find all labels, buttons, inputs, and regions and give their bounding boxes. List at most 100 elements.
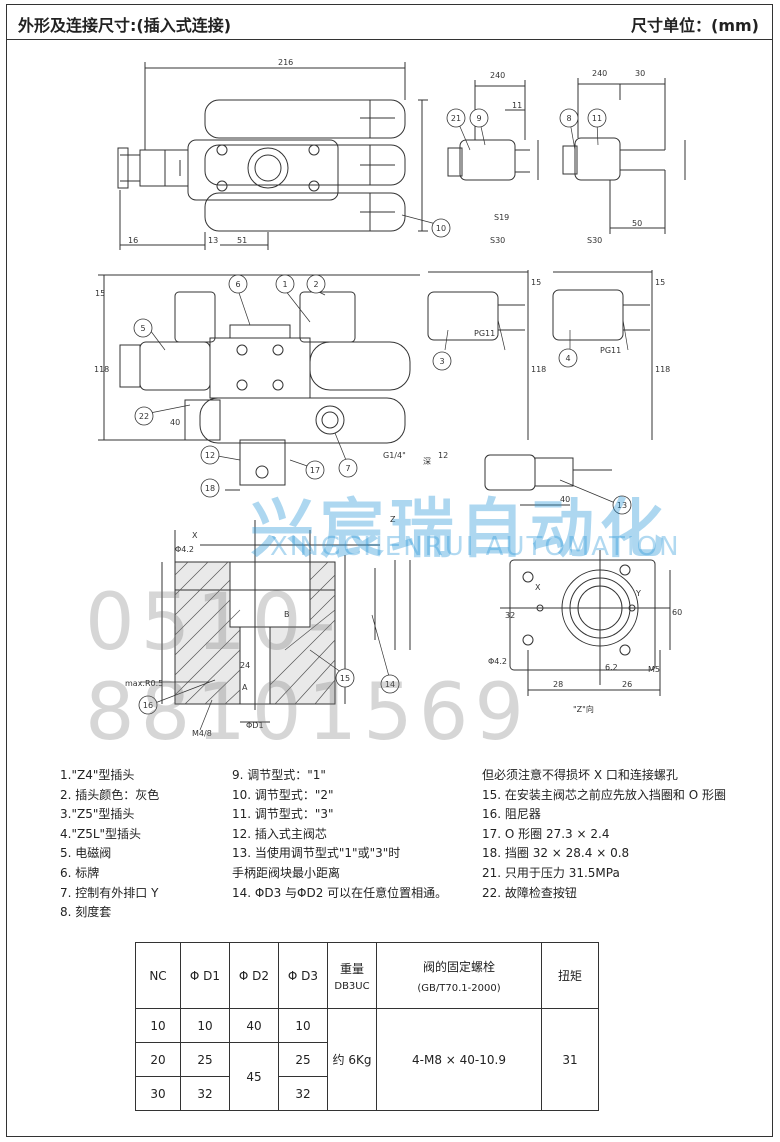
dim-118-c: 118	[655, 365, 670, 374]
dim-15-a: 15	[95, 289, 105, 298]
cell-nc: 20	[135, 1042, 181, 1077]
header-torque: 扭矩	[541, 942, 599, 1009]
balloon-7: 7	[345, 464, 350, 473]
notes-column-1: 1."Z4"型插头 2. 插头颜色：灰色 3."Z5"型插头 4."Z5L"型插…	[60, 766, 159, 923]
note-item: 3."Z5"型插头	[60, 807, 135, 822]
dim-pg11-a: PG11	[474, 329, 495, 338]
note-item: 15. 在安装主阀芯之前应先放入挡圈和 O 形圈	[482, 787, 726, 802]
cell-d1: 10	[180, 1008, 230, 1043]
note-item: 18. 挡圈 32 × 28.4 × 0.8	[482, 846, 630, 861]
dim-240-b: 240	[592, 69, 607, 78]
note-item: 2. 插头颜色：灰色	[60, 787, 160, 802]
dim-118-b: 118	[531, 365, 546, 374]
dim-phi-4-2-b: Φ4.2	[488, 657, 507, 666]
note-item: 但必须注意不得损坏 X 口和连接螺孔	[482, 768, 678, 782]
dim-max-r: max.R0.5	[125, 679, 163, 688]
table-row: 30 32 32	[135, 1076, 599, 1111]
header-weight-sub: DB3UC	[334, 980, 370, 992]
balloon-22: 22	[139, 412, 149, 421]
balloon-15: 15	[340, 674, 350, 683]
label-z-view: "Z"向	[573, 704, 594, 714]
balloon-3: 3	[439, 357, 444, 366]
note-item: 6. 标牌	[60, 865, 100, 880]
note-item: 4."Z5L"型插头	[60, 826, 142, 841]
dim-16: 16	[128, 236, 138, 245]
balloon-1: 1	[282, 280, 287, 289]
unit-label: 尺寸单位：(mm)	[631, 16, 759, 35]
header-d2: Φ D2	[229, 942, 279, 1009]
cell-d1: 32	[180, 1076, 230, 1111]
dim-240-a: 240	[490, 71, 505, 80]
note-item: 1."Z4"型插头	[60, 768, 135, 782]
balloon-18: 18	[205, 484, 215, 493]
spec-table: NC Φ D1 Φ D2 Φ D3 重量 DB3UC 阀的固定螺栓 (GB/T7…	[135, 942, 599, 1111]
dim-pg11-b: PG11	[600, 346, 621, 355]
dim-118-a: 118	[94, 365, 109, 374]
dim-s19: S19	[494, 213, 509, 222]
cell-bolt: 4-M8 × 40-10.9	[376, 1008, 542, 1111]
dim-12: 12	[438, 451, 448, 460]
note-item: 手柄距阀块最小距离	[232, 865, 341, 880]
header-d1: Φ D1	[180, 942, 230, 1009]
z-view	[500, 550, 671, 696]
note-item: 10. 调节型式："2"	[232, 787, 334, 802]
cell-d2: 40	[229, 1008, 279, 1043]
cell-torque: 31	[541, 1008, 599, 1111]
dim-s30-a: S30	[490, 236, 505, 245]
note-item: 21. 只用于压力 31.5MPa	[482, 865, 620, 880]
dim-50: 50	[632, 219, 642, 228]
label-b: B	[284, 610, 290, 619]
balloon-6: 6	[235, 280, 240, 289]
cavity-section-view	[161, 520, 411, 723]
balloon-8: 8	[566, 114, 571, 123]
balloon-10: 10	[436, 224, 446, 233]
cell-d2: 45	[229, 1042, 279, 1111]
dim-15-b: 15	[531, 278, 541, 287]
dim-phi-d1: ΦD1	[246, 721, 264, 730]
dim-30: 30	[635, 69, 645, 78]
note-item: 16. 阻尼器	[482, 807, 541, 822]
dim-51: 51	[237, 236, 247, 245]
balloon-9: 9	[476, 114, 481, 123]
top-view	[117, 62, 428, 250]
note-item: 17. O 形圈 27.3 × 2.4	[482, 826, 610, 841]
label-a: A	[242, 683, 248, 692]
dim-32-zview: 32	[505, 611, 515, 620]
balloon-4: 4	[565, 354, 570, 363]
dim-15-c: 15	[655, 278, 665, 287]
label-x-section: X	[192, 531, 198, 540]
note-item: 5. 电磁阀	[60, 846, 112, 861]
dim-13: 13	[208, 236, 218, 245]
header-weight: 重量 DB3UC	[327, 942, 377, 1009]
balloon-16: 16	[143, 701, 153, 710]
dim-s30-b: S30	[587, 236, 602, 245]
header-bolt: 阀的固定螺栓 (GB/T70.1-2000)	[376, 942, 542, 1009]
part-balloons	[133, 108, 632, 715]
page-title: 外形及连接尺寸:(插入式连接)	[18, 16, 232, 35]
dim-60: 60	[672, 608, 682, 617]
cell-d3: 32	[278, 1076, 328, 1111]
balloon-17: 17	[310, 466, 320, 475]
note-item: 14. ΦD3 与ΦD2 可以在任意位置相通。	[232, 885, 448, 900]
header-bolt-sub: (GB/T70.1-2000)	[417, 982, 501, 994]
cell-d1: 25	[180, 1042, 230, 1077]
note-item: 12. 插入式主阀芯	[232, 826, 327, 841]
dim-m4-8: M4/8	[192, 729, 212, 738]
dim-40-front: 40	[170, 418, 180, 427]
leader-lines	[140, 121, 629, 731]
dim-m5: M5	[648, 665, 660, 674]
dim-6-2: 6.2	[605, 663, 618, 672]
notes-column-2: 9. 调节型式："1" 10. 调节型式："2" 11. 调节型式："3" 12…	[232, 766, 447, 903]
label-y-zview: Y	[635, 589, 641, 598]
table-header-row: NC Φ D1 Φ D2 Φ D3 重量 DB3UC 阀的固定螺栓 (GB/T7…	[135, 942, 599, 1009]
balloon-2: 2	[313, 280, 318, 289]
dim-11: 11	[512, 101, 522, 110]
dimension-labels: 216 240 11 240 30 16 13 51 50 S19 S30 S3…	[94, 58, 682, 738]
cell-weight: 约 6Kg	[327, 1008, 377, 1111]
note-item: 13. 当使用调节型式"1"或"3"时	[232, 846, 401, 861]
balloon-21: 21	[451, 114, 461, 123]
cell-nc: 30	[135, 1076, 181, 1111]
cell-d3: 10	[278, 1008, 328, 1043]
dim-216: 216	[278, 58, 293, 67]
